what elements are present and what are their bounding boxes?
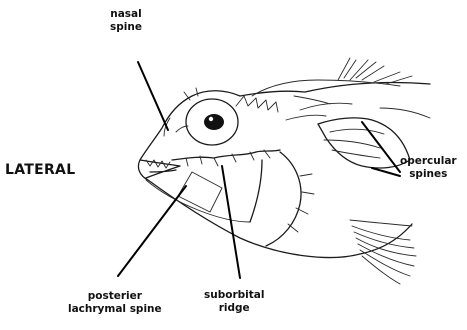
label-nasal-spine: nasal spine (110, 8, 142, 34)
dorsal-spines (338, 58, 412, 84)
eye-highlight (209, 117, 213, 121)
label-suborbital-ridge-line1: suborbital (204, 289, 264, 302)
label-opercular-spines: opercular spines (400, 155, 457, 181)
leader-nasal-spine (138, 62, 168, 130)
label-opercular-spines-line1: opercular (400, 155, 457, 168)
label-posterior-lachrymal-spine: posterier lachrymal spine (68, 290, 162, 316)
lower-jaw (146, 180, 250, 222)
head-outline (138, 82, 430, 257)
label-nasal-spine-line1: nasal (110, 8, 142, 21)
label-suborbital-ridge: suborbital ridge (204, 289, 264, 315)
label-opercular-spines-line2: spines (400, 168, 457, 181)
leader-suborbital-ridge (222, 166, 240, 278)
suborbital-ridge-line (172, 150, 280, 160)
label-suborbital-ridge-line2: ridge (204, 302, 264, 315)
head-spines (184, 88, 278, 112)
leader-posterior-lachrymal-spine (118, 186, 186, 276)
jaw-outline (140, 160, 180, 178)
body-texture (286, 96, 430, 120)
leader-opercular-spine-upper (362, 122, 400, 172)
label-posterior-lachrymal-spine-line2: lachrymal spine (68, 303, 162, 316)
label-nasal-spine-line2: spine (110, 21, 142, 34)
view-label: LATERAL (5, 162, 75, 178)
leader-opercular-spine-lower (372, 168, 400, 176)
operculum-striae (324, 129, 384, 158)
label-posterior-lachrymal-spine-line1: posterier (68, 290, 162, 303)
eye-pupil (204, 114, 224, 130)
preopercle-edge (250, 152, 301, 246)
